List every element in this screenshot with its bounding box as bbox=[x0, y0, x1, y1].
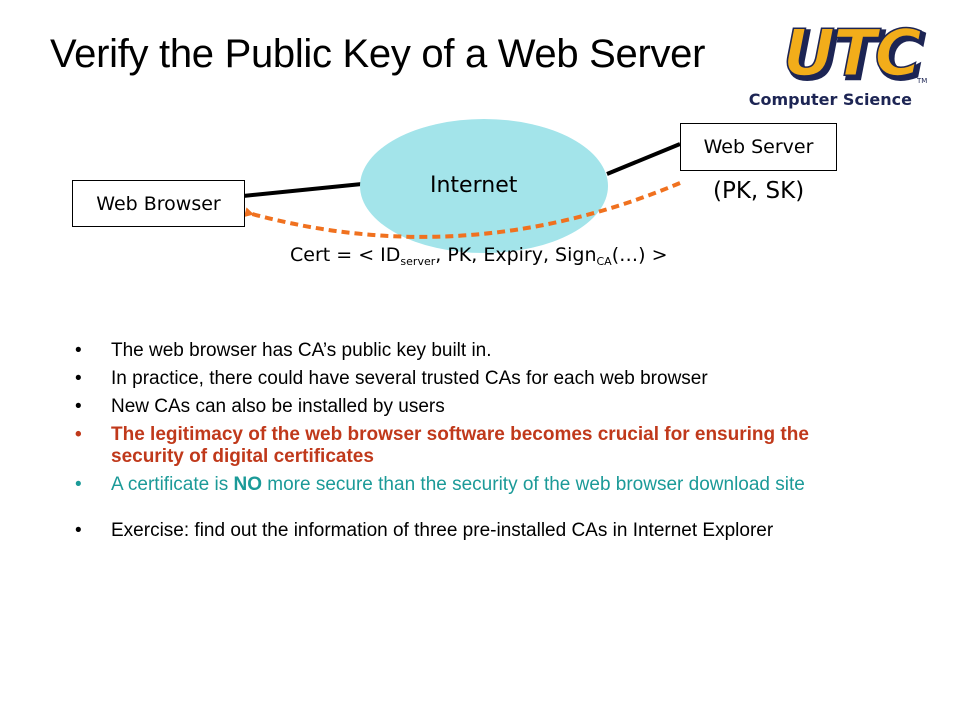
internet-label: Internet bbox=[430, 173, 518, 198]
bullet-note-before: A certificate is bbox=[111, 474, 234, 495]
web-server-label: Web Server bbox=[703, 136, 814, 158]
bullet-note-after: more secure than the security of the web… bbox=[262, 474, 805, 495]
utc-logo-letters-shadow: UTC bbox=[786, 20, 925, 94]
logo-caption: Computer Science bbox=[748, 90, 912, 109]
key-pair-label: (PK, SK) bbox=[713, 178, 805, 204]
utc-logo-tm: TM bbox=[916, 77, 927, 85]
certificate-flow-arrow bbox=[243, 181, 681, 239]
internet-cloud bbox=[360, 119, 608, 253]
cert-middle: , PK, Expiry, Sign bbox=[435, 244, 597, 266]
web-server-box: Web Server bbox=[680, 123, 837, 171]
bullet-item: In practice, there could have several tr… bbox=[75, 368, 875, 390]
utc-logo-mark: UTC UTC TM bbox=[782, 16, 928, 96]
bullet-item-exercise: Exercise: find out the information of th… bbox=[75, 520, 875, 542]
bullet-item: New CAs can also be installed by users bbox=[75, 396, 875, 418]
cert-sign-subscript: CA bbox=[596, 255, 612, 268]
cert-suffix: (…) > bbox=[611, 244, 668, 266]
bullet-item-note: A certificate is NO more secure than the… bbox=[75, 474, 875, 496]
cert-prefix: Cert = < ID bbox=[290, 244, 401, 266]
bullet-item-highlight: The legitimacy of the web browser softwa… bbox=[75, 424, 875, 468]
browser-to-internet-link bbox=[242, 182, 363, 198]
web-browser-box: Web Browser bbox=[72, 180, 245, 227]
certificate-label: Cert = < IDserver, PK, Expiry, SignCA(…)… bbox=[290, 244, 668, 268]
slide-title: Verify the Public Key of a Web Server bbox=[50, 32, 706, 76]
utc-logo: UTC UTC TM Computer Science bbox=[749, 10, 940, 109]
internet-to-server-link bbox=[606, 142, 681, 176]
bullet-item: The web browser has CA’s public key buil… bbox=[75, 340, 875, 362]
bullet-note-emphasis: NO bbox=[233, 474, 263, 495]
web-browser-label: Web Browser bbox=[96, 192, 221, 215]
utc-logo-letters: UTC bbox=[783, 17, 922, 91]
cert-id-subscript: server bbox=[400, 255, 436, 268]
bullet-list: The web browser has CA’s public key buil… bbox=[75, 340, 875, 548]
